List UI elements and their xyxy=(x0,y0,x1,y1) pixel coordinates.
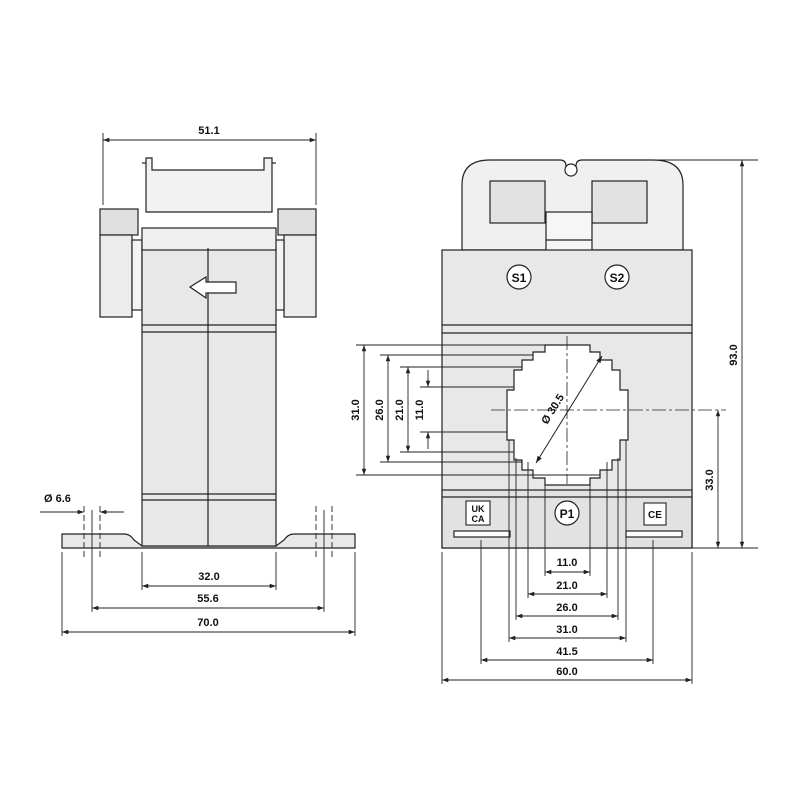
primary-aperture xyxy=(506,344,629,486)
side-housing xyxy=(141,247,277,547)
dim-left-26: 26.0 xyxy=(374,399,386,420)
dim-bottom-31: 31.0 xyxy=(556,624,577,636)
dim-top-width: 51.1 xyxy=(198,125,219,137)
svg-text:UK: UK xyxy=(472,504,485,514)
dim-left-31: 31.0 xyxy=(350,399,362,420)
dim-total-height: 93.0 xyxy=(728,344,740,365)
terminal-s2: S2 xyxy=(604,264,630,290)
svg-text:CA: CA xyxy=(472,514,485,524)
dim-hole-spacing: 55.6 xyxy=(197,593,218,605)
direction-arrow-icon xyxy=(188,275,237,300)
ukca-mark-icon: UK CA xyxy=(465,500,491,526)
terminal-p1: P1 xyxy=(554,500,580,526)
right-terminal-block xyxy=(277,208,317,236)
dim-left-11: 11.0 xyxy=(414,400,426,421)
dim-body-width: 32.0 xyxy=(198,571,219,583)
dim-bottom-26: 26.0 xyxy=(556,602,577,614)
svg-text:S1: S1 xyxy=(512,271,527,285)
left-terminal-block xyxy=(99,208,139,236)
front-view xyxy=(441,159,726,549)
ce-mark-icon: CE xyxy=(643,502,667,526)
dim-bottom-60: 60.0 xyxy=(556,666,577,678)
dim-hole-diameter: Ø 6.6 xyxy=(44,493,71,505)
side-view xyxy=(61,157,356,560)
svg-text:CE: CE xyxy=(648,510,662,521)
svg-text:S2: S2 xyxy=(610,271,625,285)
dim-center-height: 33.0 xyxy=(704,469,716,490)
dim-bottom-21: 21.0 xyxy=(556,580,577,592)
dim-bottom-11: 11.0 xyxy=(557,557,578,569)
base-flange xyxy=(61,533,356,549)
dim-bottom-41-5: 41.5 xyxy=(556,646,577,658)
top-clip xyxy=(145,157,273,213)
terminal-s1: S1 xyxy=(506,264,532,290)
dim-base-width: 70.0 xyxy=(197,617,218,629)
dim-left-21: 21.0 xyxy=(394,399,406,420)
svg-text:P1: P1 xyxy=(560,507,575,521)
